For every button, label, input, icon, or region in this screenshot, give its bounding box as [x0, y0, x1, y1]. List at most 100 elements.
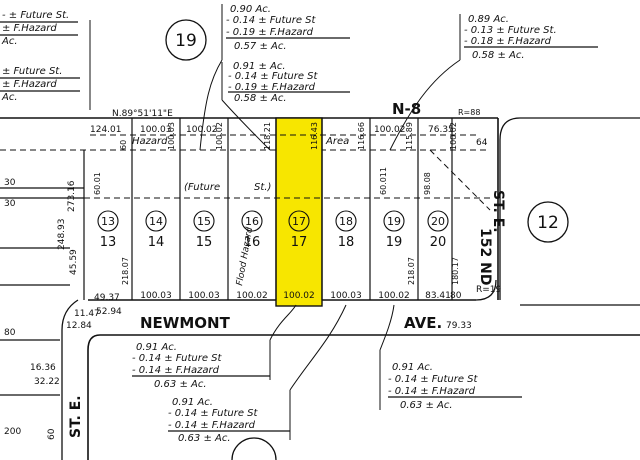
- lot-rear-dimension: 60: [119, 140, 128, 150]
- lot-circle: [335, 210, 357, 232]
- dimension-label: 100.02: [374, 125, 406, 135]
- acreage-line: - 0.14 ± Future St: [388, 374, 479, 385]
- lot-number[interactable]: 20: [430, 235, 447, 250]
- lot-rear-dimension: 100.02: [215, 122, 224, 150]
- lot-front-dimension: 100.02: [378, 291, 410, 301]
- street-name: 152 ND: [477, 228, 493, 285]
- lot-number[interactable]: 18: [338, 235, 355, 250]
- block-number-circle: [527, 201, 569, 243]
- dimension-label: 100.02: [186, 125, 218, 135]
- dimension-label: 49.37: [94, 293, 120, 303]
- lot-rear-dimension: 115.89: [405, 122, 414, 150]
- lot-circle-number: 15: [197, 215, 211, 228]
- acreage-line: ± Future St.: [2, 66, 62, 77]
- lot-number[interactable]: 14: [148, 235, 165, 250]
- acreage-note-top-c: 0.89 Ac. - 0.13 ± Future St. - 0.18 ± F.…: [459, 14, 598, 61]
- lot-circle-number: 17: [292, 215, 306, 228]
- lot-front-dimension: 100.03: [140, 291, 172, 301]
- block-number-circle: [231, 437, 277, 460]
- street-name: ST. E.: [490, 190, 506, 233]
- lot-rear-dimension: 100.02: [449, 122, 458, 150]
- block-number: 12: [537, 213, 559, 233]
- lot-circle: [288, 210, 310, 232]
- lot-side-dimension: 180.17: [451, 257, 460, 285]
- dimension-label: 79.33: [446, 321, 472, 331]
- lot-number[interactable]: 16: [244, 235, 261, 250]
- acreage-line: 0.90 Ac.: [230, 4, 271, 15]
- dimension-label: 12.84: [66, 321, 92, 331]
- lot-number[interactable]: 15: [196, 235, 213, 250]
- lot-circle: [97, 210, 119, 232]
- lot-number[interactable]: 17: [291, 235, 308, 250]
- acreage-line: - 0.18 ± F.Hazard: [464, 36, 552, 47]
- dimension-label: 64: [476, 138, 488, 148]
- lot-rear-dimension: 116.43: [310, 122, 319, 150]
- lot-rear-dimension: 116.66: [357, 122, 366, 150]
- lot-circle: [383, 210, 405, 232]
- acreage-note-bottom-b: 0.91 Ac. - 0.14 ± Future St - 0.14 ± F.H…: [168, 390, 291, 444]
- acreage-line: 0.91 Ac.: [136, 342, 177, 353]
- acreage-note-bottom-a: 0.91 Ac. - 0.14 ± Future St - 0.14 ± F.H…: [132, 340, 271, 390]
- flood-hazard-label: Flood Hazard: [235, 226, 255, 286]
- acreage-line: Ac.: [1, 36, 18, 47]
- lot-circle-number: 19: [387, 215, 401, 228]
- acreage-line: - 0.19 ± F.Hazard: [228, 82, 316, 93]
- acreage-line: 0.63 ± Ac.: [178, 433, 231, 444]
- acreage-line: 0.89 Ac.: [468, 14, 509, 25]
- lot-circle: [241, 210, 263, 232]
- dimension-label: 76.35: [428, 125, 454, 135]
- acreage-line: - 0.14 ± Future St: [132, 353, 223, 364]
- lot-rear-dimension: 118.21: [263, 122, 272, 150]
- acreage-line: - 0.14 ± F.Hazard: [132, 365, 220, 376]
- acreage-line: 0.57 ± Ac.: [234, 41, 287, 52]
- lot-side-dimension: 60.01: [93, 172, 102, 195]
- lot-number[interactable]: 19: [386, 235, 403, 250]
- lot-circle-number: 14: [149, 215, 163, 228]
- acreage-line: - 0.14 ± Future St: [168, 408, 259, 419]
- block-number-circle: [165, 19, 207, 61]
- lot-lines: [0, 118, 491, 396]
- dimension-label: 30: [4, 199, 16, 209]
- acreage-line: - 0.14 ± Future St: [226, 15, 317, 26]
- block-number: 19: [175, 31, 197, 51]
- lot-side-dimension: 60.011: [379, 167, 388, 195]
- dimension-label: 100.03: [140, 125, 172, 135]
- acreage-line: - 0.14 ± Future St: [228, 71, 319, 82]
- dimension-label: 52.94: [96, 307, 122, 317]
- lot-circle: [193, 210, 215, 232]
- dimension-label: R=19: [476, 285, 502, 295]
- street-name: N-8: [392, 100, 421, 118]
- acreage-line: Ac.: [1, 92, 18, 103]
- acreage-line: - 0.13 ± Future St.: [464, 25, 557, 36]
- dimension-label: 45.59: [69, 249, 79, 275]
- lot-front-dimension: 100.03: [330, 291, 362, 301]
- acreage-line: 0.63 ± Ac.: [154, 379, 207, 390]
- lot-circle: [427, 210, 449, 232]
- acreage-line: 0.91 Ac.: [392, 362, 433, 373]
- lot-front-dimension: 100.02: [236, 291, 268, 301]
- dimension-label: 200: [4, 427, 21, 437]
- lot-side-dimension: 98.08: [423, 172, 432, 195]
- dimension-label: R=88: [458, 108, 480, 117]
- street-name: ST. E.: [68, 395, 84, 438]
- acreage-line: ± F.Hazard: [2, 23, 57, 34]
- acreage-line: 0.58 ± Ac.: [234, 93, 287, 104]
- lot-circle-number: 18: [339, 215, 353, 228]
- acreage-note-bottom-c: 0.91 Ac. - 0.14 ± Future St - 0.14 ± F.H…: [379, 350, 522, 411]
- highlighted-parcel[interactable]: [275, 117, 323, 307]
- dimension-label: 273.16: [67, 180, 77, 212]
- lot-rear-dimension: 100.03: [167, 122, 176, 150]
- lot-front-dimension: 100.03: [188, 291, 220, 301]
- dimension-label: 80: [4, 328, 16, 338]
- acreage-line: - ± Future St.: [2, 10, 69, 21]
- acreage-line: 0.91 Ac.: [172, 397, 213, 408]
- dimension-label: 124.01: [90, 125, 122, 135]
- acreage-line: 0.63 ± Ac.: [400, 400, 453, 411]
- lots-layer: 131360218.0760.011414100.03100.031515100…: [93, 122, 460, 301]
- dimension-label: 248.93: [57, 219, 67, 251]
- lot-number[interactable]: 13: [100, 235, 117, 250]
- dimension-label: 11.47: [74, 309, 100, 319]
- acreage-note-left-mid: ± Future St. ± F.Hazard Ac.: [0, 66, 80, 103]
- lot-circle: [145, 210, 167, 232]
